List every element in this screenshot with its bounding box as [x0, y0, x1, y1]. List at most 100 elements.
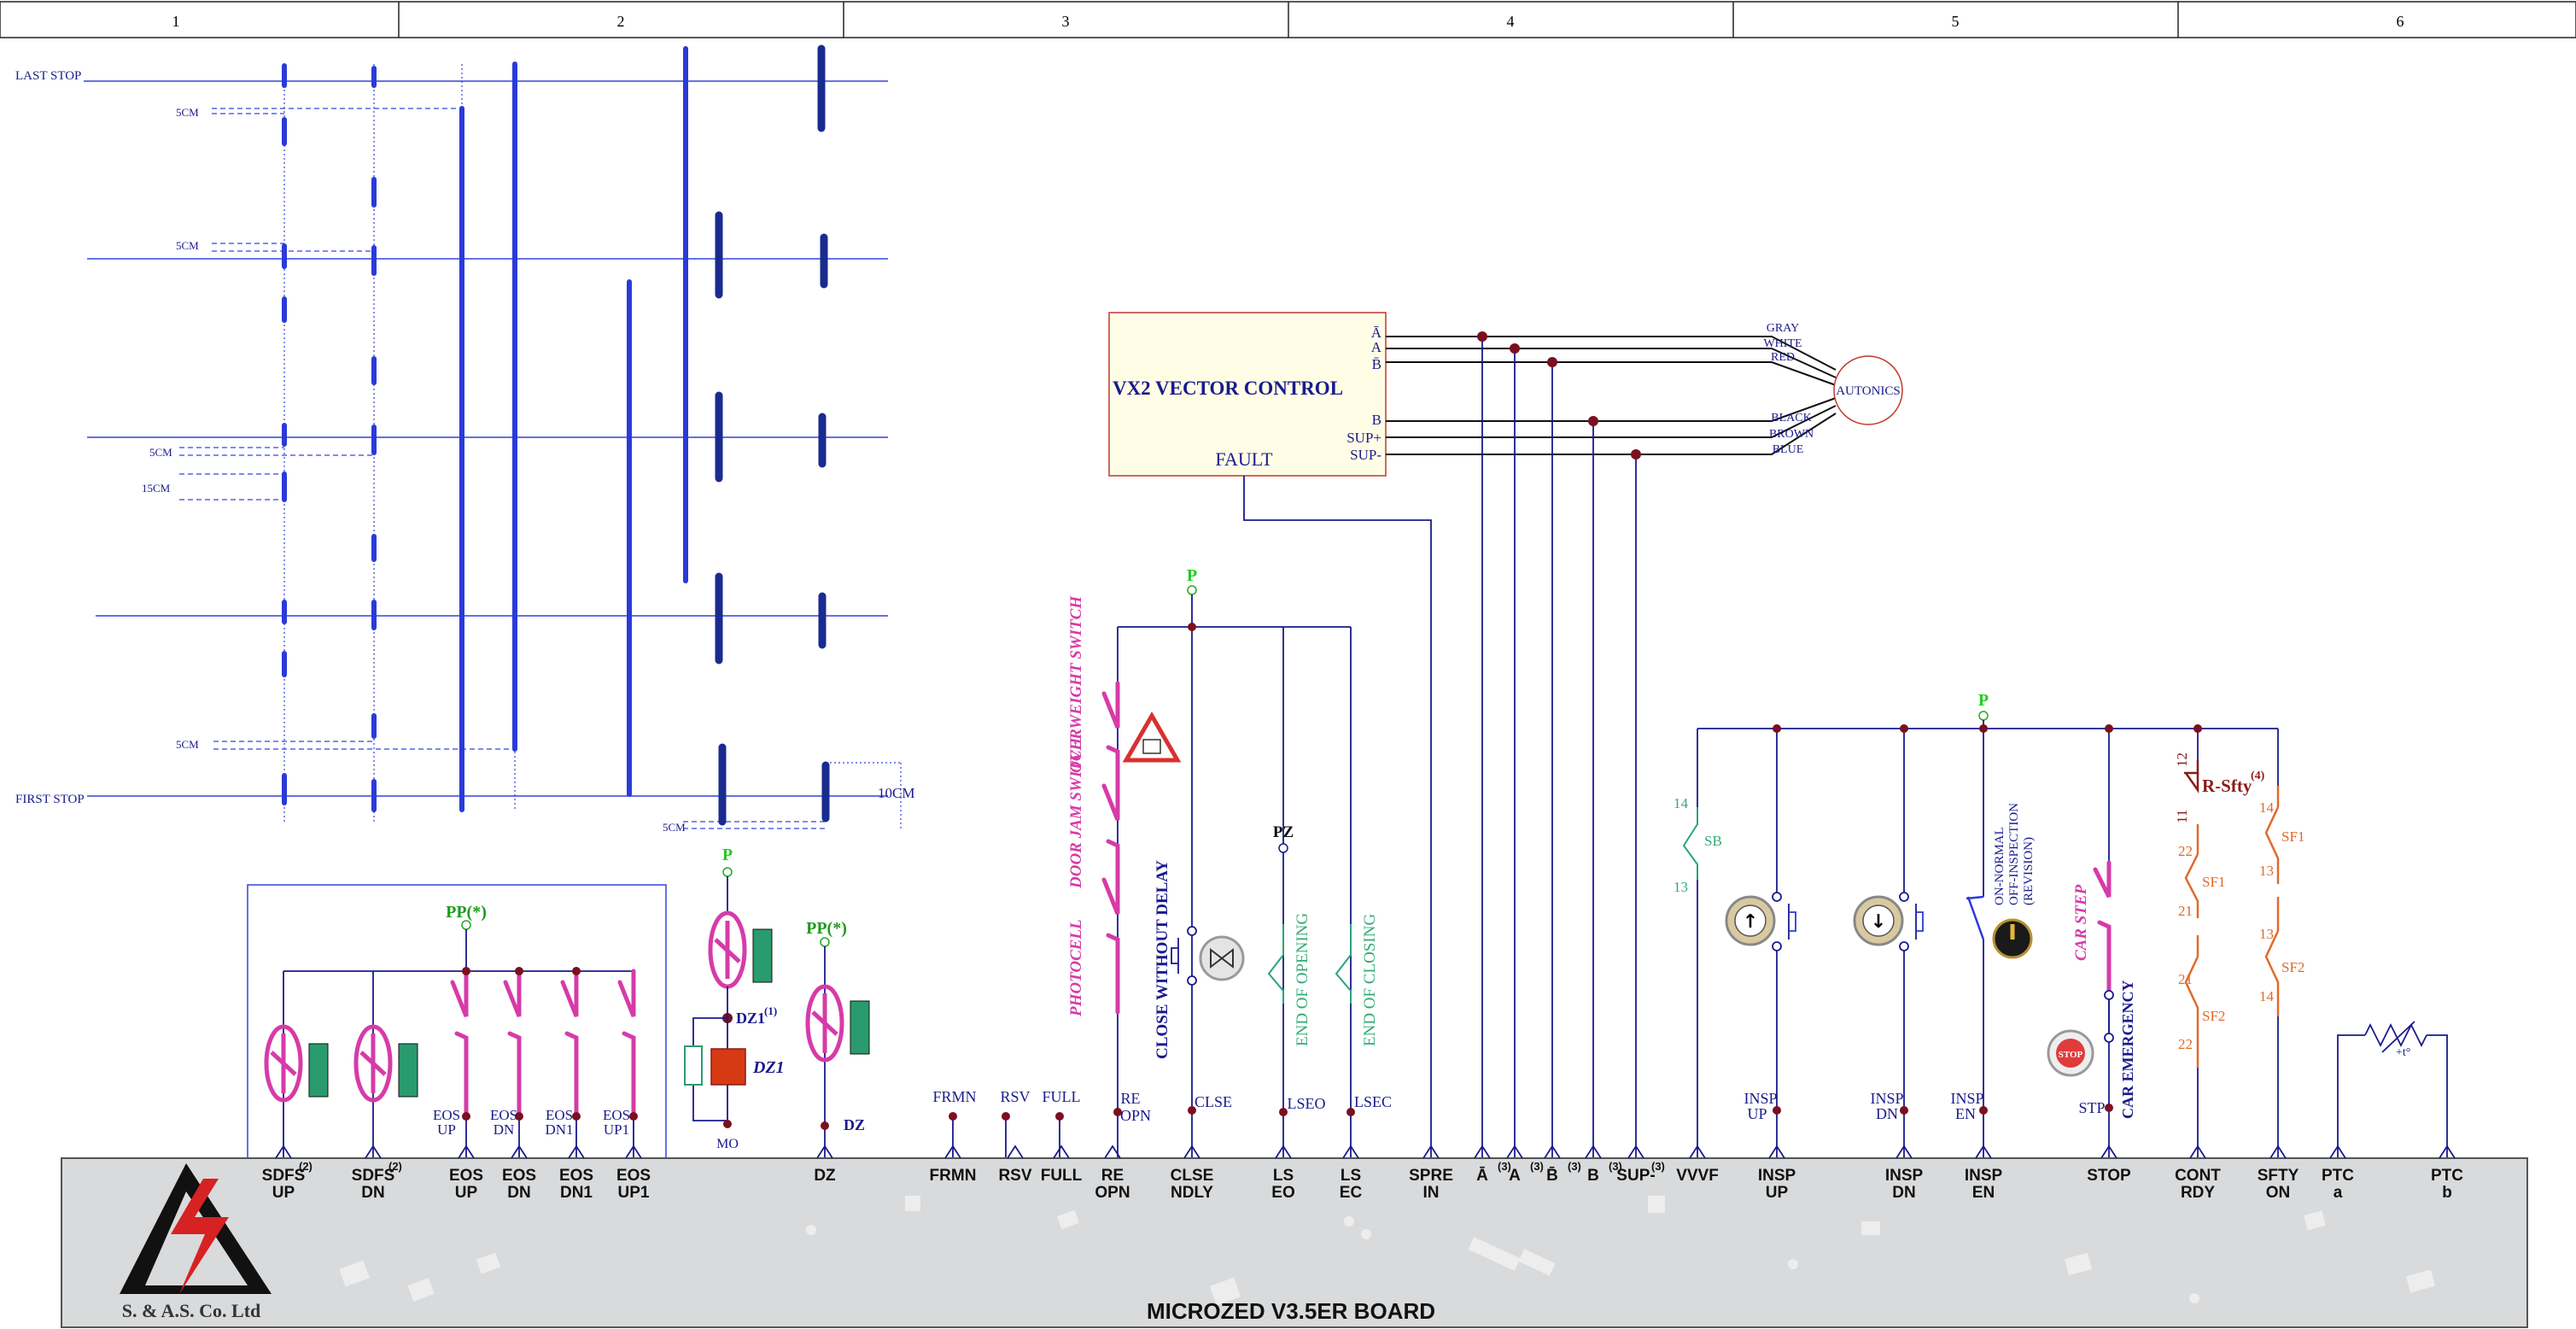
terminal-number: 22 — [2178, 843, 2193, 859]
board-terminal[interactable]: A(3) — [1506, 1145, 1544, 1185]
board-terminal[interactable]: VVVF — [1676, 1145, 1719, 1185]
terminal-label: INSP — [1885, 1167, 1924, 1185]
wire-label: LSEC — [1354, 1093, 1392, 1110]
up-arrow-button-icon[interactable]: ↑ — [1725, 895, 1776, 946]
wire-label: EOS — [433, 1107, 460, 1123]
board-terminal[interactable]: B(3) — [1585, 1145, 1622, 1185]
terminal-label: RDY — [2181, 1184, 2215, 1202]
svg-text:↑: ↑ — [1743, 911, 1758, 933]
column-number: 2 — [617, 13, 625, 30]
wire-color: GRAY — [1767, 322, 1799, 335]
wire-color: RED — [1771, 351, 1795, 364]
board-terminal[interactable]: LSEO — [1271, 1145, 1295, 1202]
dimension-label: 10CM — [878, 785, 914, 801]
terminal-number: 21 — [2178, 903, 2193, 919]
reed-switch-icon — [805, 984, 870, 1063]
wire-label: UP — [437, 1121, 456, 1138]
pz-label: PZ — [1273, 823, 1294, 841]
terminal-number: 21 — [2178, 971, 2193, 987]
inspection-circuit: P SB 14 13 — [1674, 691, 2448, 1158]
terminal-label: EOS — [616, 1167, 651, 1185]
dz-label: DZ — [844, 1116, 865, 1133]
terminal-label: SDFS — [352, 1167, 395, 1185]
terminal-label: DZ — [814, 1167, 836, 1185]
board-terminal[interactable]: FRMN — [930, 1145, 977, 1185]
door-button-icon[interactable] — [1199, 935, 1245, 981]
r-sfty-label: R-Sfty — [2202, 776, 2252, 796]
wire-label: INSP — [1870, 1090, 1903, 1107]
terminal-strip: SDFSUP(2)SDFSDN(2)EOSUPEOSDNEOSDN1EOSUP1… — [262, 1145, 2463, 1202]
terminal-label: a — [2334, 1184, 2343, 1202]
board-terminal[interactable]: DZ — [814, 1145, 836, 1185]
door-jam-label: DOOR JAM SWITCH — [1067, 736, 1085, 889]
board-terminal[interactable]: STOP — [2087, 1145, 2131, 1185]
terminal-number: 13 — [2259, 863, 2274, 879]
column-number: 4 — [1507, 13, 1515, 30]
terminal-label: LS — [1273, 1167, 1294, 1185]
relay-label: SF1 — [2281, 828, 2304, 845]
terminal-label: UP1 — [618, 1184, 650, 1202]
terminal-label: STOP — [2087, 1167, 2131, 1185]
board-terminal[interactable]: B̄(3) — [1544, 1145, 1581, 1185]
board-terminal[interactable]: LSEC — [1340, 1145, 1363, 1202]
dz1-label: DZ1 — [736, 1010, 765, 1027]
terminal-label: SDFS — [262, 1167, 306, 1185]
terminal-label: CONT — [2175, 1167, 2221, 1185]
dimension-label: 5CM — [176, 106, 199, 119]
reed-switch-icon — [353, 1024, 418, 1103]
board-terminal[interactable]: Ā(3) — [1474, 1145, 1511, 1185]
door-circuit: P OVERWEIGHT SWITCH DOOR JAM SWITCH — [932, 566, 1392, 1158]
mo-label: MO — [716, 1137, 739, 1151]
terminal-label: PTC — [2322, 1167, 2354, 1185]
pp-label: PP(*) — [446, 903, 487, 922]
fault-label: FAULT — [1215, 448, 1273, 470]
selector-switch-icon[interactable] — [1992, 918, 2033, 959]
wire-label: DN — [1876, 1105, 1898, 1122]
terminal-sup: (3) — [1530, 1160, 1544, 1173]
wire-label: EN — [1955, 1105, 1976, 1122]
board-terminal[interactable]: FULL — [1041, 1145, 1083, 1185]
wire-label: EOS — [603, 1107, 630, 1123]
down-arrow-button-icon[interactable]: ↓ — [1853, 895, 1904, 946]
encoder-label: AUTONICS — [1836, 384, 1901, 398]
board-terminal[interactable]: RSV — [998, 1145, 1032, 1185]
sdfs-eos-group: PP(*) — [247, 884, 667, 1225]
wire-color: BLACK — [1771, 412, 1811, 424]
signal-label: SUP+ — [1346, 430, 1381, 446]
terminal-label: EC — [1340, 1184, 1363, 1202]
terminal-label: RE — [1101, 1167, 1124, 1185]
signal-label: A — [1371, 339, 1382, 355]
board-terminal[interactable]: SUP-(3) — [1616, 1145, 1665, 1185]
terminal-label: B — [1587, 1167, 1599, 1185]
wire-label: FULL — [1043, 1088, 1081, 1105]
terminal-label: UP — [1766, 1184, 1789, 1202]
terminal-number: 14 — [2259, 988, 2275, 1004]
wire-color: BROWN — [1769, 428, 1814, 441]
terminal-label: DN — [1892, 1184, 1915, 1202]
stop-button-icon[interactable]: STOP — [2047, 1029, 2094, 1077]
company-name: S. & A.S. Co. Ltd — [122, 1300, 261, 1321]
p-label: P — [1978, 691, 1989, 710]
limit-switch-icon — [450, 969, 636, 1117]
overweight-label: OVERWEIGHT SWITCH — [1067, 595, 1085, 773]
wire-color: WHITE — [1763, 337, 1802, 350]
terminal-label: DN — [507, 1184, 530, 1202]
p-label: P — [1187, 566, 1197, 585]
terminal-label: B̄ — [1546, 1167, 1558, 1185]
